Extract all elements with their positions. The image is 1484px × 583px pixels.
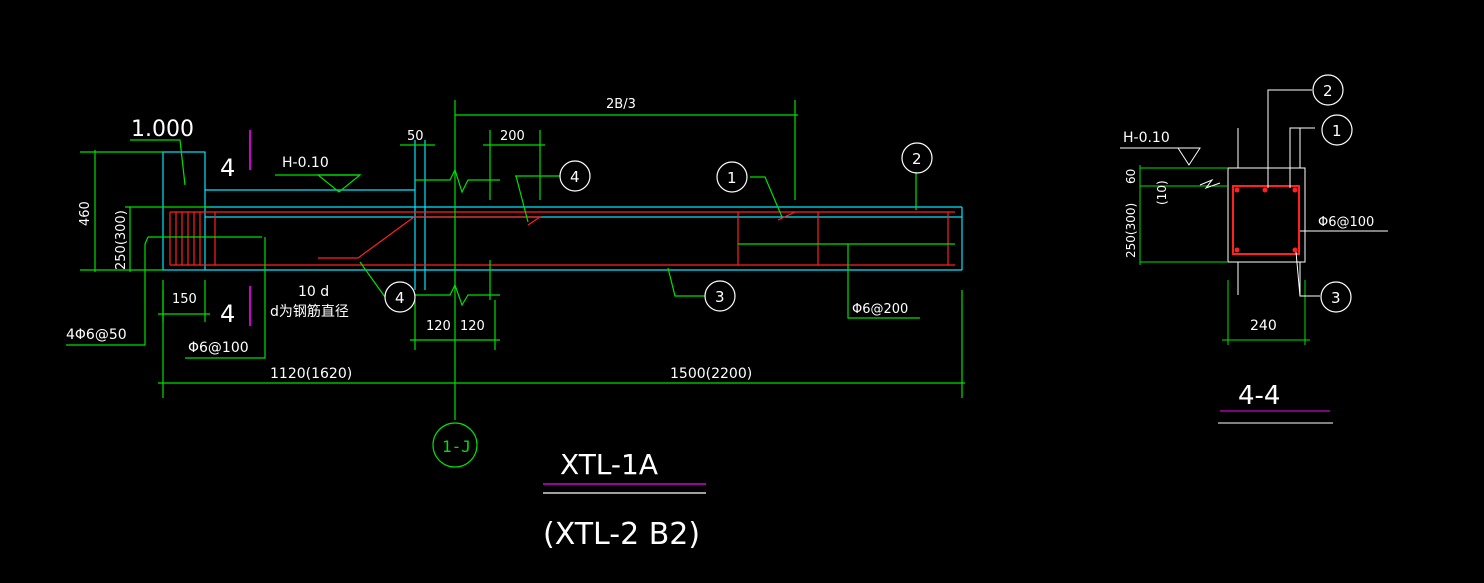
section-mark-top: 4	[220, 154, 235, 182]
elevation-label: 1.000	[131, 117, 194, 142]
dim-1120: 1120(1620)	[270, 366, 352, 382]
dim-120-right: 120	[460, 319, 485, 334]
dimension-lines	[66, 100, 965, 420]
section-leaders	[1120, 89, 1388, 424]
title-underlines	[543, 483, 706, 494]
drawing-subtitle: (XTL-2 B2)	[543, 517, 700, 552]
section-level-label: H-0.10	[1123, 130, 1170, 146]
section-rebar-dots	[1234, 187, 1298, 253]
axis-circle	[432, 422, 478, 468]
section-outline	[1227, 128, 1306, 295]
dim-150: 150	[172, 292, 197, 307]
section-tag-2: 2	[1323, 82, 1333, 100]
section-tag-3: 3	[1331, 289, 1341, 307]
tag-circle-3	[704, 280, 736, 312]
section-stirrup-label: Φ6@100	[1318, 215, 1374, 230]
rebar-label-phi6-100: Φ6@100	[188, 340, 249, 356]
note-bar-diameter: d为钢筋直径	[270, 303, 349, 320]
section-rebar	[1232, 185, 1300, 255]
tag-circle-4b	[384, 281, 416, 313]
section-mark-bottom: 4	[220, 300, 235, 328]
section-tag-1: 1	[1332, 122, 1342, 140]
rebar-tags	[384, 74, 1353, 468]
section-dim-10: (10)	[1155, 180, 1169, 205]
section-dim-60: 60	[1124, 169, 1138, 184]
sec-tag-circle-3	[1320, 281, 1352, 313]
rebar-label-phi6-200: Φ6@200	[852, 302, 908, 317]
dim-10d: 10 d	[298, 284, 329, 300]
sec-tag-circle-1	[1321, 114, 1353, 146]
tag-1: 1	[727, 169, 737, 187]
dim-2b3: 2B/3	[606, 97, 636, 112]
dim-1500: 1500(2200)	[670, 366, 752, 382]
dim-460: 460	[78, 201, 93, 226]
tag-4a: 4	[570, 168, 580, 186]
tag-3: 3	[715, 288, 725, 306]
dim-50: 50	[407, 129, 424, 144]
tag-4b: 4	[395, 289, 405, 307]
dim-200: 200	[500, 129, 525, 144]
section-dims	[1139, 165, 1310, 345]
section-dim-250: 250(300)	[1124, 203, 1138, 258]
rebar-label-4phi6: 4Φ6@50	[66, 327, 127, 343]
section-width-label: 240	[1250, 318, 1277, 334]
dim-250: 250(300)	[114, 210, 129, 270]
level-label: H-0.10	[282, 155, 329, 171]
tag-circle-2	[901, 142, 933, 174]
dim-120-left: 120	[426, 319, 451, 334]
sec-tag-circle-2	[1312, 74, 1344, 106]
tag-2: 2	[912, 150, 922, 168]
rebar-lines	[169, 211, 955, 266]
tag-circle-1	[716, 161, 748, 193]
section-title: 4-4	[1238, 381, 1280, 411]
tag-circle-4a	[559, 160, 591, 192]
drawing-title: XTL-1A	[560, 448, 658, 481]
axis-label: 1-J	[442, 437, 471, 456]
